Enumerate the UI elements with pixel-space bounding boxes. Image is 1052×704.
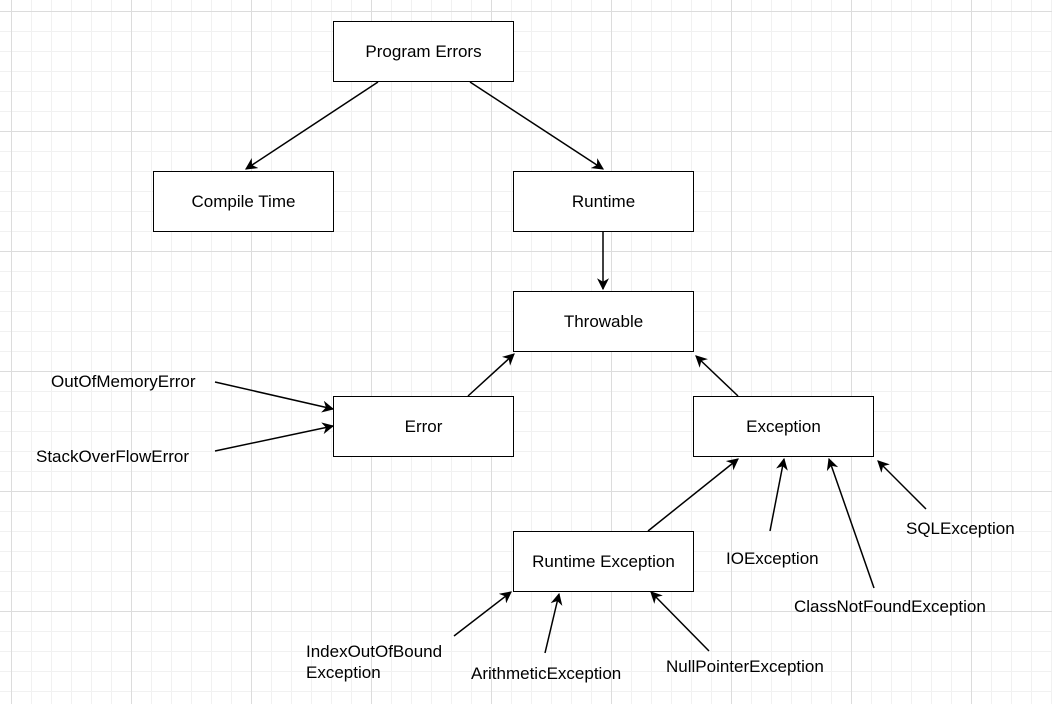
node-throwable[interactable]: Throwable	[513, 291, 694, 352]
label-null-pointer-exception[interactable]: NullPointerException	[666, 657, 824, 676]
edge-out-of-memory-error-to-error[interactable]	[214, 381, 335, 413]
node-label: Exception	[746, 416, 821, 436]
edge-stack-overflow-error-to-error[interactable]	[214, 422, 335, 452]
node-runtime[interactable]: Runtime	[513, 171, 694, 232]
edge-program-errors-to-compile-time[interactable]	[244, 81, 379, 170]
node-label: Runtime	[571, 191, 636, 211]
label-arithmetic-exception[interactable]: ArithmeticException	[471, 664, 622, 683]
node-label: Error	[404, 416, 443, 436]
node-label: Program Errors	[365, 41, 482, 61]
node-error[interactable]: Error	[333, 396, 514, 457]
edge-arithmetic-exception-to-runtime-exception[interactable]	[544, 592, 563, 654]
node-label: Runtime Exception	[532, 551, 675, 571]
edge-sql-exception-to-exception[interactable]	[877, 460, 927, 510]
edge-error-to-throwable[interactable]	[467, 353, 515, 397]
node-label: Compile Time	[191, 191, 296, 211]
node-compile-time[interactable]: Compile Time	[153, 171, 334, 232]
edge-class-not-found-exception-to-exception[interactable]	[826, 457, 875, 589]
edge-io-exception-to-exception[interactable]	[769, 457, 788, 532]
node-runtime-exception[interactable]: Runtime Exception	[513, 531, 694, 592]
node-program-errors[interactable]: Program Errors	[333, 21, 514, 82]
label-stack-overflow-error[interactable]: StackOverFlowError	[36, 447, 190, 466]
label-class-not-found-exception[interactable]: ClassNotFoundException	[794, 597, 986, 616]
label-line: IndexOutOfBound	[306, 642, 443, 661]
edge-runtime-exception-to-exception[interactable]	[647, 458, 739, 532]
label-sql-exception[interactable]: SQLException	[906, 519, 1015, 538]
edge-null-pointer-exception-to-runtime-exception[interactable]	[650, 591, 710, 652]
label-out-of-memory-error[interactable]: OutOfMemoryError	[51, 372, 196, 391]
edge-exception-to-throwable[interactable]	[695, 355, 739, 397]
edge-program-errors-to-runtime[interactable]	[469, 81, 605, 170]
node-label: Throwable	[563, 311, 644, 331]
label-index-out-of-bound-exception[interactable]: IndexOutOfBound Exception	[306, 641, 442, 683]
node-exception[interactable]: Exception	[693, 396, 874, 457]
edge-index-out-of-bound-exception-to-runtime-exception[interactable]	[453, 591, 512, 637]
label-line: Exception	[306, 663, 381, 682]
label-io-exception[interactable]: IOException	[726, 549, 819, 568]
